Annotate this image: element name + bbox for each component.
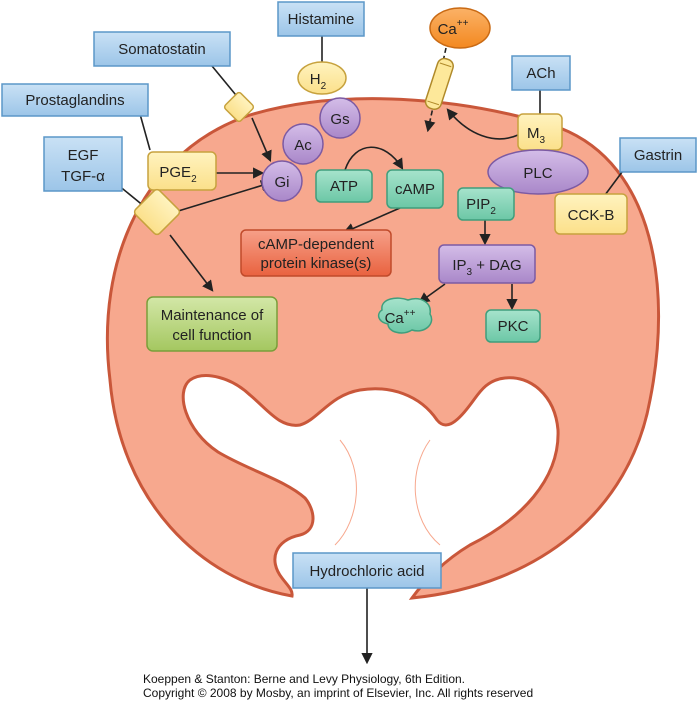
gastrin-label: Gastrin [634, 147, 682, 164]
gs-protein: Gs [319, 97, 361, 139]
phospholipase-c: PLC [487, 149, 589, 195]
svg-text:PGE2: PGE2 [159, 164, 197, 185]
maintenance-line2: cell function [172, 327, 251, 344]
camp-label: cAMP [395, 181, 435, 198]
m3-subscript: 3 [539, 135, 545, 146]
svg-text:M3: M3 [527, 125, 546, 146]
ip3-label: IP [452, 257, 466, 274]
plc-label: PLC [523, 165, 552, 182]
pkc-label: PKC [498, 318, 529, 335]
kinase-line1: cAMP-dependent [258, 236, 375, 253]
atp-box: ATP [315, 169, 373, 203]
gs-label: Gs [330, 111, 349, 128]
m3-label: M [527, 125, 540, 142]
ach-label: ACh [526, 65, 555, 82]
svg-text:Ca++: Ca++ [385, 308, 416, 327]
calcium-extracellular: Ca++ [429, 7, 491, 49]
h2-receptor: H2 [297, 61, 347, 95]
parietal-cell-body [105, 97, 661, 600]
egf-receptor [133, 188, 181, 236]
somatostatin-label: Somatostatin [118, 41, 206, 58]
egf-label: EGF [68, 147, 99, 164]
kinase-line2: protein kinase(s) [261, 255, 372, 272]
maintenance-line1: Maintenance of [161, 307, 264, 324]
svg-text:PIP2: PIP2 [466, 196, 496, 217]
h2-label: H [310, 71, 321, 88]
histamine-label: Histamine [288, 11, 355, 28]
pkc-box: PKC [485, 309, 541, 343]
pip2-box: PIP2 [457, 187, 515, 221]
camp-box: cAMP [386, 169, 444, 209]
ip3-dag-label: + DAG [472, 257, 522, 274]
pip2-subscript: 2 [490, 206, 496, 217]
canaliculus-lining [334, 439, 441, 546]
prostaglandins-label: Prostaglandins [25, 92, 124, 109]
svg-text:Ca++: Ca++ [438, 18, 469, 38]
ip3-subscript: 3 [467, 267, 473, 278]
svg-text:IP3 + DAG: IP3 + DAG [452, 257, 521, 278]
m3-receptor: M3 [517, 113, 563, 151]
ca-inside-label: Ca [385, 310, 405, 327]
prostaglandins-box: Prostaglandins [1, 83, 149, 117]
calcium-channel [424, 57, 454, 111]
ip3-dag-box: IP3 + DAG [438, 244, 536, 284]
h2-subscript: 2 [321, 81, 327, 92]
ach-box: ACh [511, 55, 571, 91]
calcium-intracellular: Ca++ [377, 297, 433, 334]
gi-label: Gi [275, 174, 290, 191]
adenylyl-cyclase: Ac [282, 123, 324, 165]
somatostatin-receptor [223, 91, 255, 123]
gi-protein: Gi [261, 160, 303, 202]
gastrin-box: Gastrin [619, 137, 697, 173]
hydrochloric-acid-label: Hydrochloric acid [309, 563, 424, 580]
svg-text:H2: H2 [310, 71, 327, 92]
cckb-label: CCK-B [568, 207, 615, 224]
maintenance-box: Maintenance of cell function [146, 296, 278, 352]
ac-label: Ac [294, 137, 312, 154]
cckb-receptor: CCK-B [554, 193, 628, 235]
ca-inside-superscript: ++ [404, 308, 416, 319]
hydrochloric-acid-box: Hydrochloric acid [292, 552, 442, 589]
atp-label: ATP [330, 178, 358, 195]
credit-line1: Koeppen & Stanton: Berne and Levy Physio… [143, 672, 465, 686]
pge2-receptor: PGE2 [147, 151, 217, 191]
tgf-alpha-label: TGF-α [61, 168, 105, 185]
histamine-box: Histamine [277, 1, 365, 37]
camp-dependent-kinase: cAMP-dependent protein kinase(s) [240, 229, 392, 277]
pip2-label: PIP [466, 196, 490, 213]
pge2-label: PGE [159, 164, 191, 181]
egf-tgf-box: EGF TGF-α [43, 136, 123, 192]
credit-line2: Copyright © 2008 by Mosby, an imprint of… [143, 686, 533, 700]
ca-outside-label: Ca [438, 21, 458, 38]
ca-outside-superscript: ++ [457, 18, 469, 29]
somatostatin-box: Somatostatin [93, 31, 231, 67]
pge2-subscript: 2 [191, 174, 197, 185]
